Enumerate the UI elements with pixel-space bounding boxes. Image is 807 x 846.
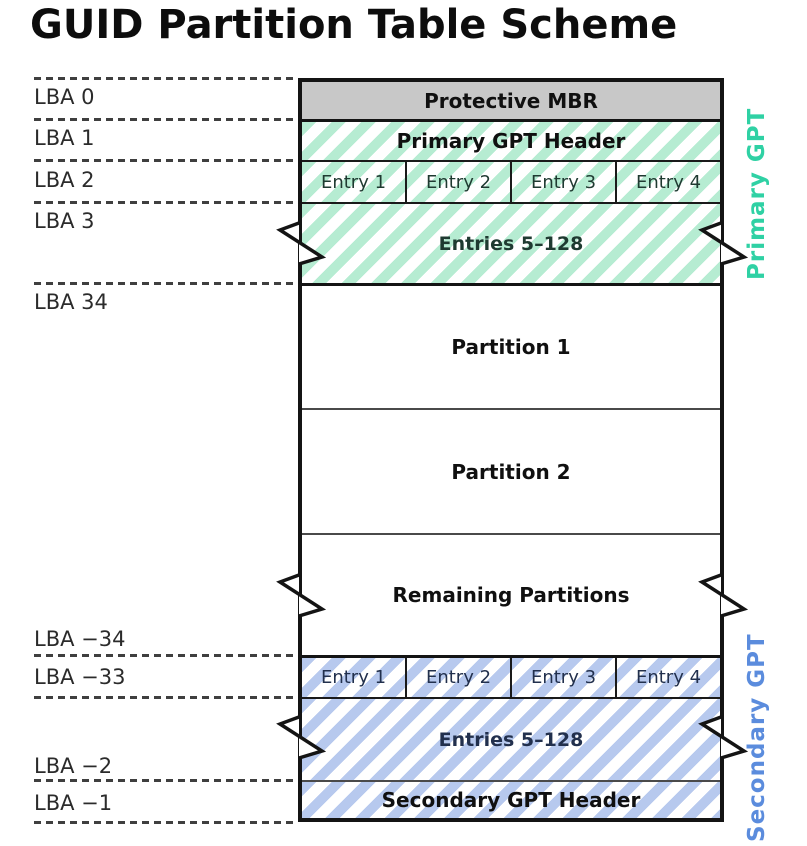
lba-boundary-dashline	[34, 654, 298, 657]
block-partition-1: Partition 1	[302, 283, 720, 408]
block-partition-2: Partition 2	[302, 408, 720, 533]
block-label: Partition 2	[451, 459, 571, 484]
lba-label-neg-33: LBA −33	[34, 665, 126, 689]
entry-cell-2: Entry 2	[405, 162, 510, 202]
entry-cell-3: Entry 3	[510, 658, 615, 697]
block-label: Protective MBR	[424, 88, 598, 113]
lba-label-3: LBA 3	[34, 209, 95, 233]
disk-layout-box: Protective MBR Primary GPT Header Entry …	[298, 78, 724, 822]
break-zigzag-icon	[698, 715, 749, 760]
block-secondary-entries-5-128: Entries 5–128	[302, 697, 720, 780]
entry-cell-2: Entry 2	[405, 658, 510, 697]
lba-boundary-dashline	[34, 779, 298, 782]
entry-cell-1: Entry 1	[320, 667, 387, 688]
lba-label-neg-2: LBA −2	[34, 754, 113, 778]
lba-boundary-dashline	[34, 821, 298, 824]
lba-boundary-dashline	[34, 159, 298, 162]
block-primary-gpt-header: Primary GPT Header	[302, 119, 720, 160]
lba-label-neg-34: LBA −34	[34, 627, 126, 651]
block-primary-entries-5-128: Entries 5–128	[302, 202, 720, 283]
break-zigzag-icon	[276, 573, 327, 618]
lba-boundary-dashline	[34, 696, 298, 699]
entry-cell-1: Entry 1	[320, 171, 387, 193]
block-label: Secondary GPT Header	[381, 788, 641, 812]
lba-boundary-dashline	[34, 118, 298, 121]
lba-boundary-dashline	[34, 282, 298, 285]
lba-boundary-dashline	[34, 77, 298, 80]
page-title: GUID Partition Table Scheme	[30, 2, 678, 48]
block-secondary-gpt-header: Secondary GPT Header	[302, 780, 720, 818]
entry-cell-4: Entry 4	[615, 162, 720, 202]
lba-label-34: LBA 34	[34, 290, 108, 314]
block-label: Remaining Partitions	[392, 583, 630, 607]
lba-label-0: LBA 0	[34, 85, 95, 109]
break-zigzag-icon	[698, 573, 749, 618]
lba-label-neg-1: LBA −1	[34, 791, 113, 815]
block-protective-mbr: Protective MBR	[302, 82, 720, 119]
lba-label-1: LBA 1	[34, 126, 95, 150]
block-label: Entries 5–128	[438, 232, 584, 255]
entry-cell-3: Entry 3	[510, 162, 615, 202]
block-remaining-partitions: Remaining Partitions	[302, 533, 720, 655]
break-zigzag-icon	[276, 715, 327, 760]
lba-boundary-dashline	[34, 201, 298, 204]
entry-cell-4: Entry 4	[615, 658, 720, 697]
block-label: Entries 5–128	[438, 728, 584, 751]
break-zigzag-icon	[276, 221, 327, 266]
lba-label-2: LBA 2	[34, 168, 95, 192]
primary-entry-row: Entry 1 Entry 2 Entry 3 Entry 4	[302, 160, 720, 202]
block-label: Primary GPT Header	[396, 129, 626, 153]
block-label: Partition 1	[451, 335, 571, 359]
secondary-entry-row: Entry 1 Entry 2 Entry 3 Entry 4	[302, 655, 720, 697]
break-zigzag-icon	[698, 221, 749, 266]
